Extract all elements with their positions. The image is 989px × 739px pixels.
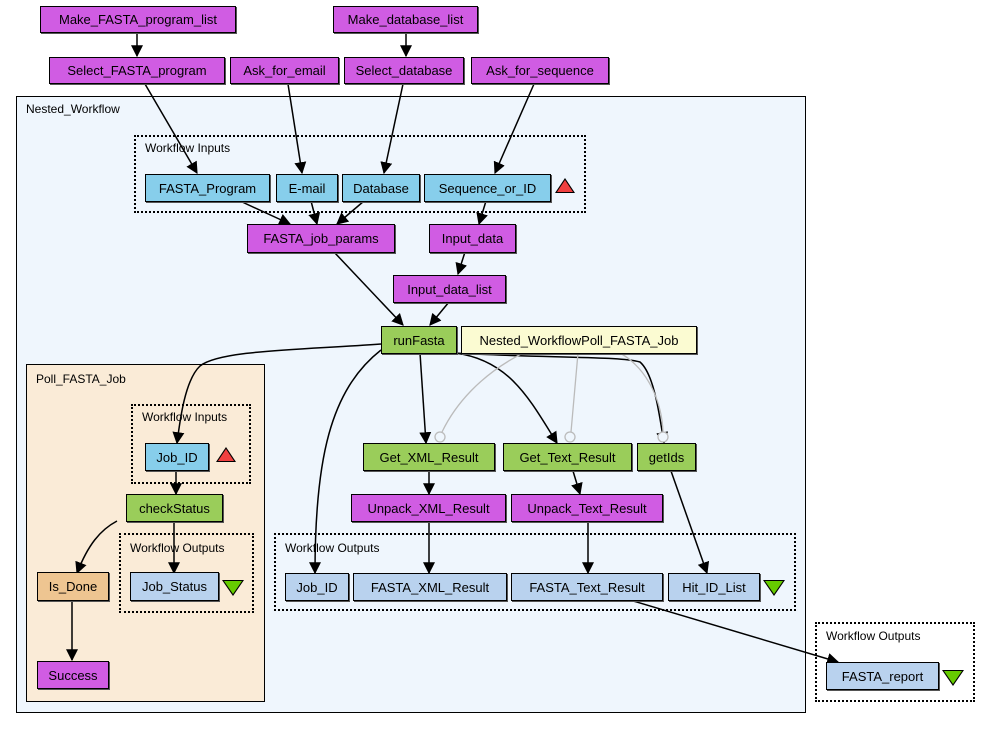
poll-outputs-cluster: Workflow Outputs xyxy=(119,533,254,613)
workflow-input-triangle-icon xyxy=(555,178,575,193)
node-make-database-list[interactable]: Make_database_list xyxy=(333,6,478,33)
node-input-email[interactable]: E-mail xyxy=(276,174,338,202)
node-output-job-id[interactable]: Job_ID xyxy=(285,573,349,601)
poll-fasta-job-label: Poll_FASTA_Job xyxy=(36,372,126,386)
outer-outputs-label: Workflow Outputs xyxy=(826,629,921,643)
node-run-fasta[interactable]: runFasta xyxy=(381,326,457,354)
nested-inputs-label: Workflow Inputs xyxy=(145,141,231,155)
workflow-output-triangle-icon xyxy=(222,580,244,596)
node-unpack-text-result[interactable]: Unpack_Text_Result xyxy=(511,494,663,522)
poll-inputs-label: Workflow Inputs xyxy=(142,410,228,424)
node-success[interactable]: Success xyxy=(37,661,109,689)
node-input-sequence-or-id[interactable]: Sequence_or_ID xyxy=(424,174,551,202)
node-check-status[interactable]: checkStatus xyxy=(126,494,223,522)
node-input-database[interactable]: Database xyxy=(342,174,420,202)
node-input-data[interactable]: Input_data xyxy=(429,224,516,253)
node-fasta-job-params[interactable]: FASTA_job_params xyxy=(247,224,395,253)
node-output-hit-id-list[interactable]: Hit_ID_List xyxy=(668,573,760,601)
node-fasta-report[interactable]: FASTA_report xyxy=(826,662,939,690)
node-is-done[interactable]: Is_Done xyxy=(37,572,109,601)
node-unpack-xml-result[interactable]: Unpack_XML_Result xyxy=(351,494,506,522)
node-input-data-list[interactable]: Input_data_list xyxy=(393,275,506,303)
node-select-fasta-program[interactable]: Select_FASTA_program xyxy=(49,57,225,84)
node-get-xml-result[interactable]: Get_XML_Result xyxy=(363,443,495,471)
node-input-fasta-program[interactable]: FASTA_Program xyxy=(145,174,270,202)
node-make-fasta-program-list[interactable]: Make_FASTA_program_list xyxy=(40,6,236,33)
node-output-fasta-xml-result[interactable]: FASTA_XML_Result xyxy=(353,573,507,601)
poll-outputs-label: Workflow Outputs xyxy=(130,541,225,555)
workflow-output-triangle-icon xyxy=(942,670,964,686)
node-select-database[interactable]: Select_database xyxy=(344,57,464,84)
node-get-ids[interactable]: getIds xyxy=(637,443,696,471)
node-poll-job-id[interactable]: Job_ID xyxy=(145,443,209,471)
workflow-input-triangle-icon xyxy=(216,447,236,462)
workflow-output-triangle-icon xyxy=(763,580,785,596)
node-get-text-result[interactable]: Get_Text_Result xyxy=(503,443,632,471)
node-nested-workflow-poll-fasta-job[interactable]: Nested_WorkflowPoll_FASTA_Job xyxy=(461,326,697,354)
node-ask-for-email[interactable]: Ask_for_email xyxy=(230,57,339,84)
nested-workflow-label: Nested_Workflow xyxy=(26,102,120,116)
nested-outputs-label: Workflow Outputs xyxy=(285,541,380,555)
node-output-fasta-text-result[interactable]: FASTA_Text_Result xyxy=(511,573,663,601)
node-job-status[interactable]: Job_Status xyxy=(130,572,219,601)
node-ask-for-sequence[interactable]: Ask_for_sequence xyxy=(471,57,609,84)
